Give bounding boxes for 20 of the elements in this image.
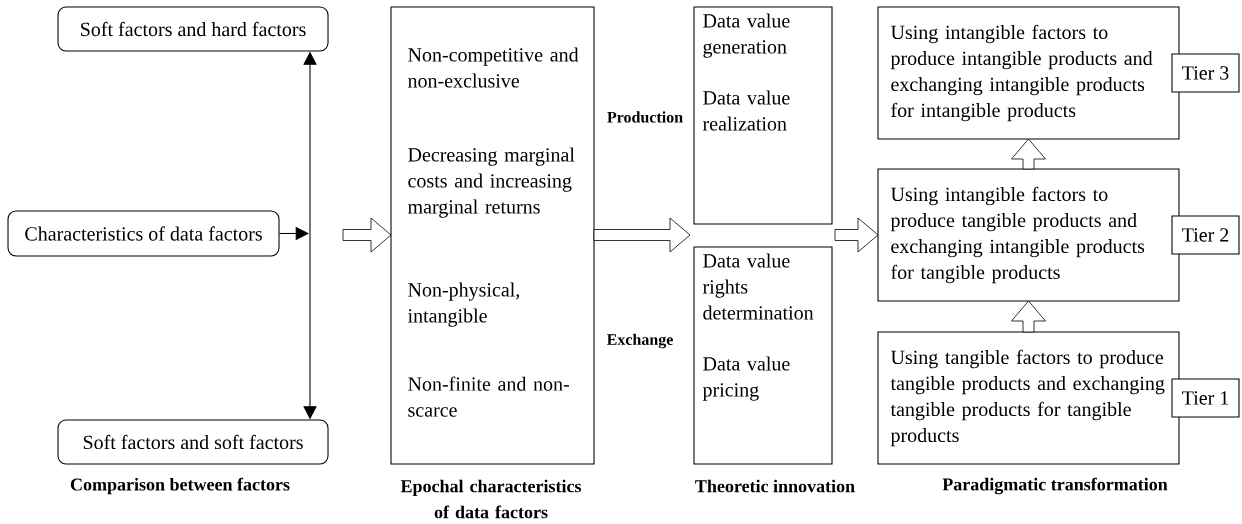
tier-box: Tier 1 [1171, 378, 1240, 418]
text-box: Non-competitive and non-exclusive Decreasing marginal costs and increasing marginal returns Non-physical, intangible Non-finite and non-scarce [390, 6, 595, 465]
rounded-box: Soft factors and soft factors [57, 419, 329, 465]
tier-box: Tier 3 [1171, 53, 1240, 93]
side-label: Exchange [606, 333, 673, 349]
block-arrow [342, 217, 392, 253]
tier-box: Tier 2 [1171, 215, 1240, 255]
tier-description-box: Using intangible factors to produce intangible products and exchanging intangible products for intangible products [877, 6, 1180, 140]
text-box: Data value rights determination Data value pricing [693, 246, 833, 465]
block-arrow [834, 217, 879, 253]
rounded-box: Characteristics of data factors [7, 210, 280, 257]
tier-description-box: Using intangible factors to produce tangible products and exchanging intangible products for tangible products [877, 168, 1180, 302]
text-box: Data value generation Data value realization [693, 6, 833, 225]
block-arrow [593, 217, 691, 253]
rounded-box: Soft factors and hard factors [57, 6, 329, 52]
tier-description-box: Using tangible factors to produce tangible products and exchanging tangible products for tangible products [877, 331, 1180, 465]
side-label: Production [607, 111, 683, 123]
column-caption: Theoretic innovation [695, 479, 855, 493]
block-arrow [1011, 300, 1046, 333]
block-arrow [1011, 138, 1046, 170]
